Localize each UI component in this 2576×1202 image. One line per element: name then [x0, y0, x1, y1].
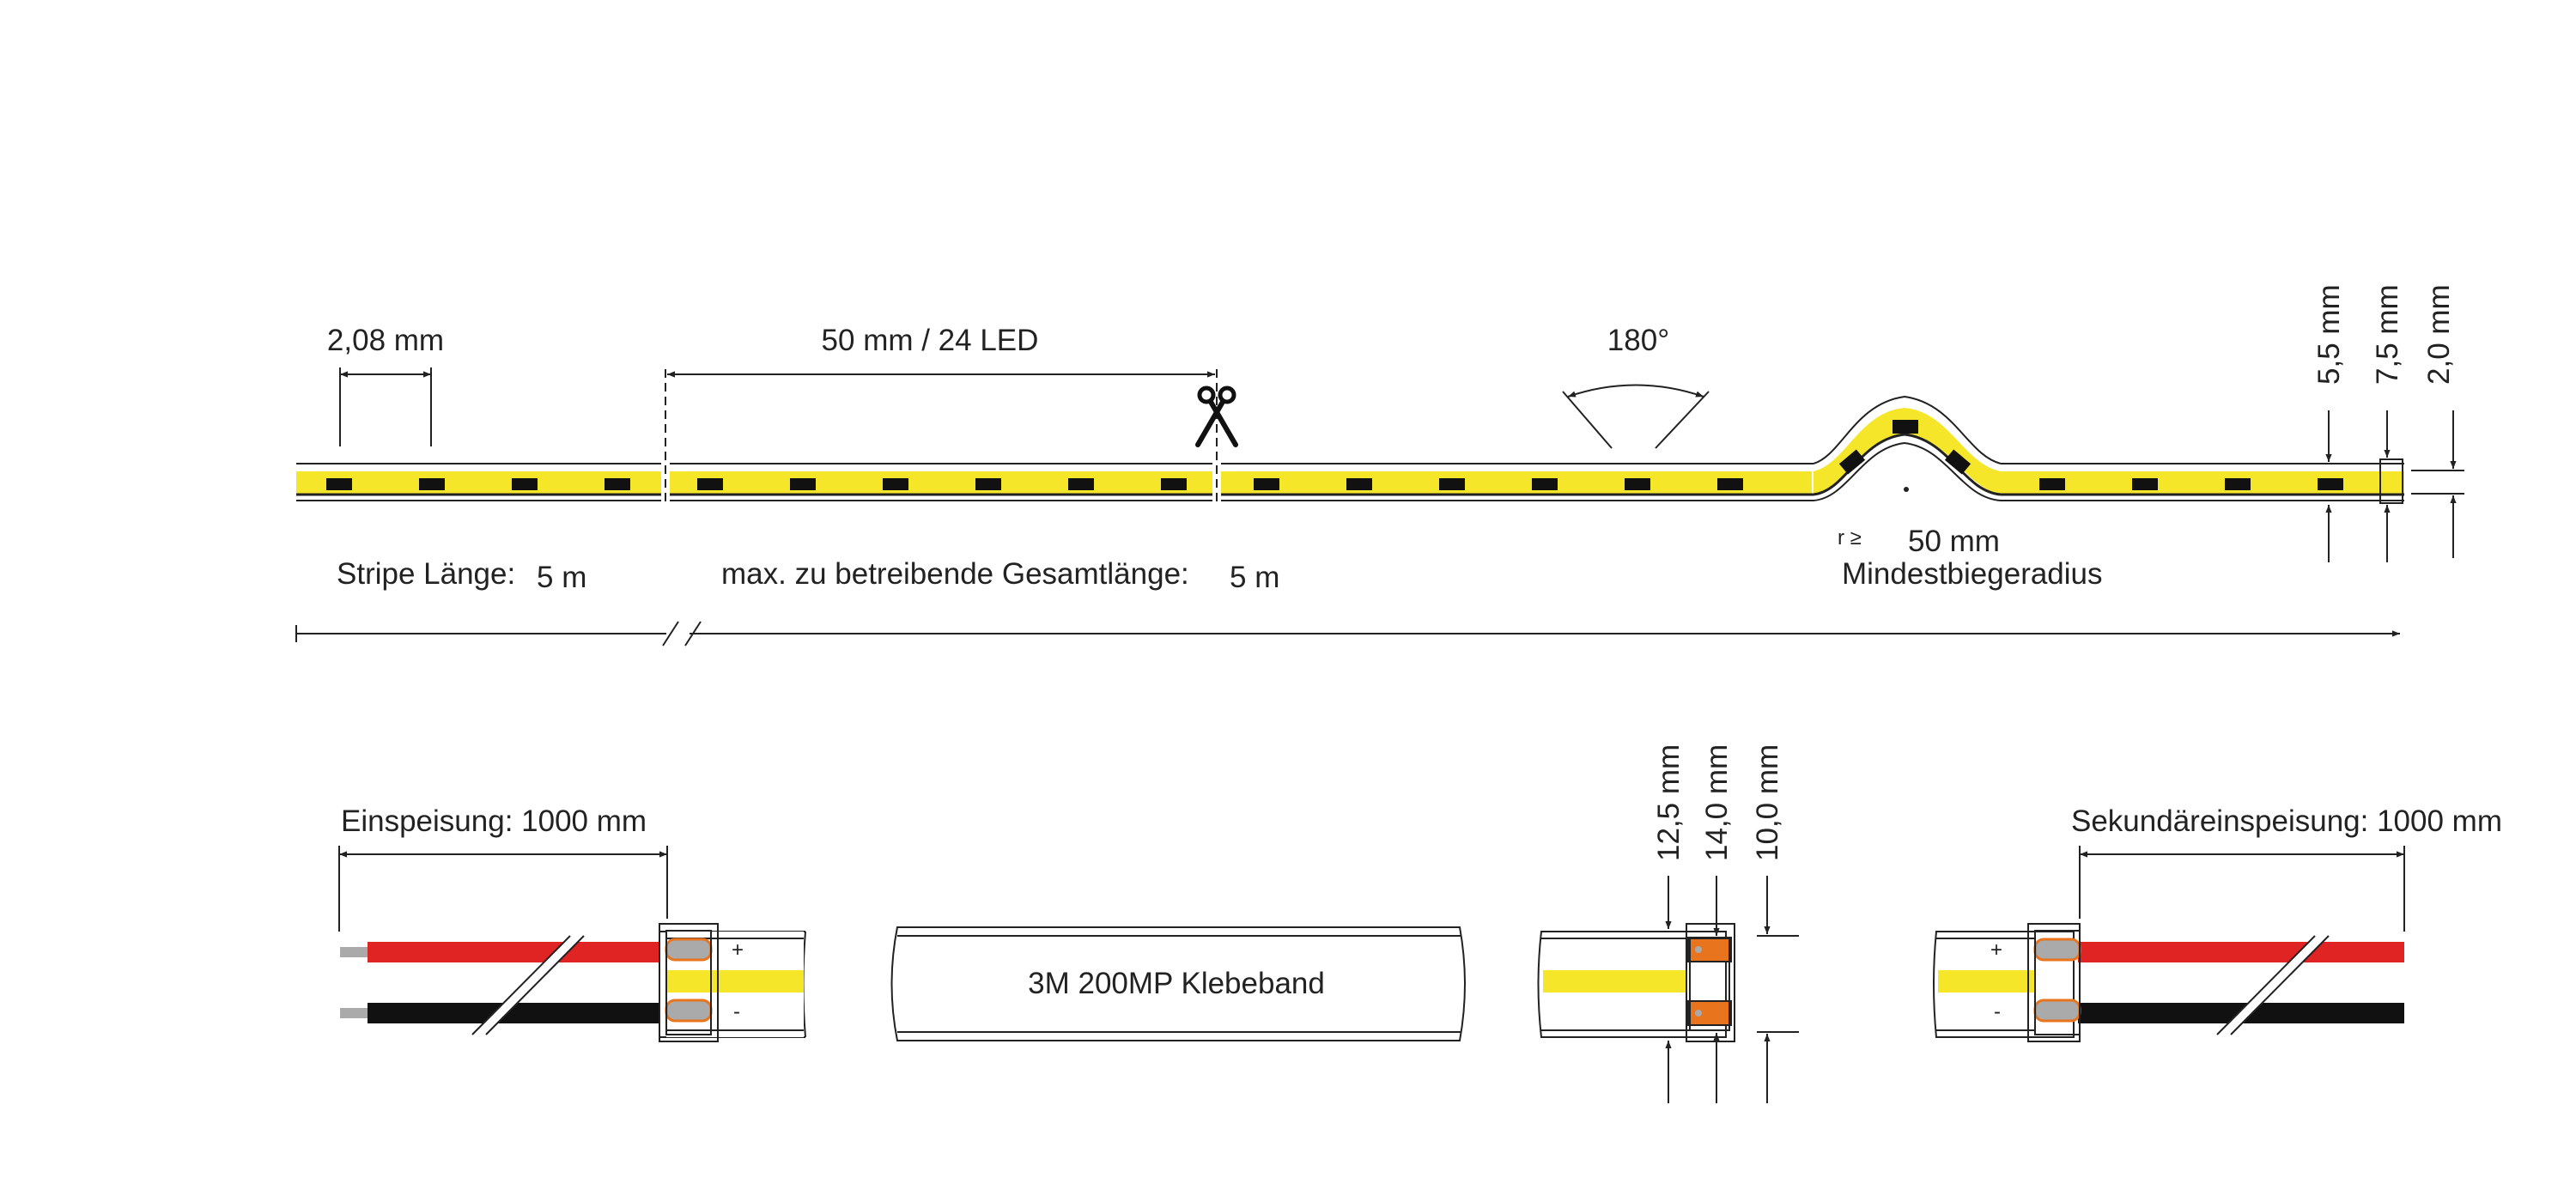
led-chip [605, 478, 630, 490]
led-chip [1068, 478, 1094, 490]
led-chip [975, 478, 1001, 490]
radius-value: 50 mm [1908, 525, 2000, 558]
led-chip [1161, 478, 1187, 490]
dim-led-pitch-label: 2,08 mm [327, 324, 444, 357]
feed-connector-right: + - Sekundäreinspeisung: 1000 mm [1933, 804, 2502, 1042]
led-chip [1439, 478, 1465, 490]
stripe-length-label: Stripe Länge: [337, 557, 515, 591]
led-chip [326, 478, 352, 490]
dim-width-5-5-label: 5,5 mm [2312, 284, 2346, 385]
max-total-length-value: 5 m [1230, 561, 1279, 594]
radius-caption: Mindestbiegeradius [1842, 557, 2103, 591]
adhesive-tape-view: 3M 200MP Klebeband [890, 926, 1466, 1041]
adhesive-label: 3M 200MP Klebeband [1028, 967, 1325, 1000]
led-chip [1254, 478, 1279, 490]
wire-red [368, 942, 694, 962]
wire-black [368, 1003, 694, 1023]
plus-sign: + [732, 938, 744, 962]
led-band [296, 471, 1812, 494]
scissors-icon [1195, 385, 1238, 447]
minus-sign: - [733, 1000, 740, 1023]
bend-center-point [1904, 487, 1909, 492]
end-connector-view: 12,5 mm 14,0 mm 10,0 mm [1537, 744, 1799, 1103]
dim-segment-label: 50 mm / 24 LED [822, 324, 1039, 357]
led-chip [1944, 449, 1971, 475]
strip-end-cap [2379, 458, 2403, 504]
dim-height-2-0-label: 2,0 mm [2422, 284, 2456, 385]
led-chip [2039, 478, 2065, 490]
led-chip [1625, 478, 1650, 490]
dim-width-10-0-label: 10,0 mm [1751, 744, 1784, 861]
led-chip [2132, 478, 2158, 490]
led-chip [883, 478, 908, 490]
led-chip [1717, 478, 1743, 490]
led-chip [2318, 478, 2343, 490]
dim-width-12-5-label: 12,5 mm [1652, 744, 1686, 861]
dim-width-7-5-label: 7,5 mm [2371, 284, 2404, 385]
dim-bend-angle-label: 180° [1607, 324, 1669, 357]
led-chip [1893, 420, 1918, 434]
overall-length-line [295, 621, 2400, 647]
led-chip [1346, 478, 1372, 490]
strip-side-view [296, 369, 2404, 507]
wire-red [2078, 942, 2404, 962]
led-chip [697, 478, 723, 490]
dimension-bend-angle: 180° [1562, 324, 1710, 449]
minus-sign: - [1994, 1000, 2001, 1023]
dimension-segment: 50 mm / 24 LED [667, 324, 1215, 378]
secondary-feed-label: Sekundäreinspeisung: 1000 mm [2071, 804, 2502, 838]
dim-width-14-0-label: 14,0 mm [1700, 744, 1734, 861]
max-total-length-label: max. zu betreibende Gesamtlänge: [721, 557, 1189, 591]
dimension-cross-section-top: 5,5 mm 7,5 mm 2,0 mm [2312, 284, 2464, 562]
feed-connector-left: Einspeisung: 1000 mm + - [338, 804, 806, 1042]
led-chip [1838, 449, 1866, 475]
led-chip [419, 478, 445, 490]
plus-sign: + [1990, 938, 2002, 962]
radius-symbol: r ≥ [1838, 526, 1862, 549]
strip-bend [1813, 395, 2002, 501]
led-chip [2225, 478, 2251, 490]
stripe-length-value: 5 m [537, 561, 586, 594]
feed-label: Einspeisung: 1000 mm [341, 804, 647, 838]
dimension-led-pitch: 2,08 mm [327, 324, 444, 446]
led-chip [512, 478, 538, 490]
led-chips [326, 478, 2343, 490]
led-chip [1532, 478, 1558, 490]
led-chip [790, 478, 816, 490]
